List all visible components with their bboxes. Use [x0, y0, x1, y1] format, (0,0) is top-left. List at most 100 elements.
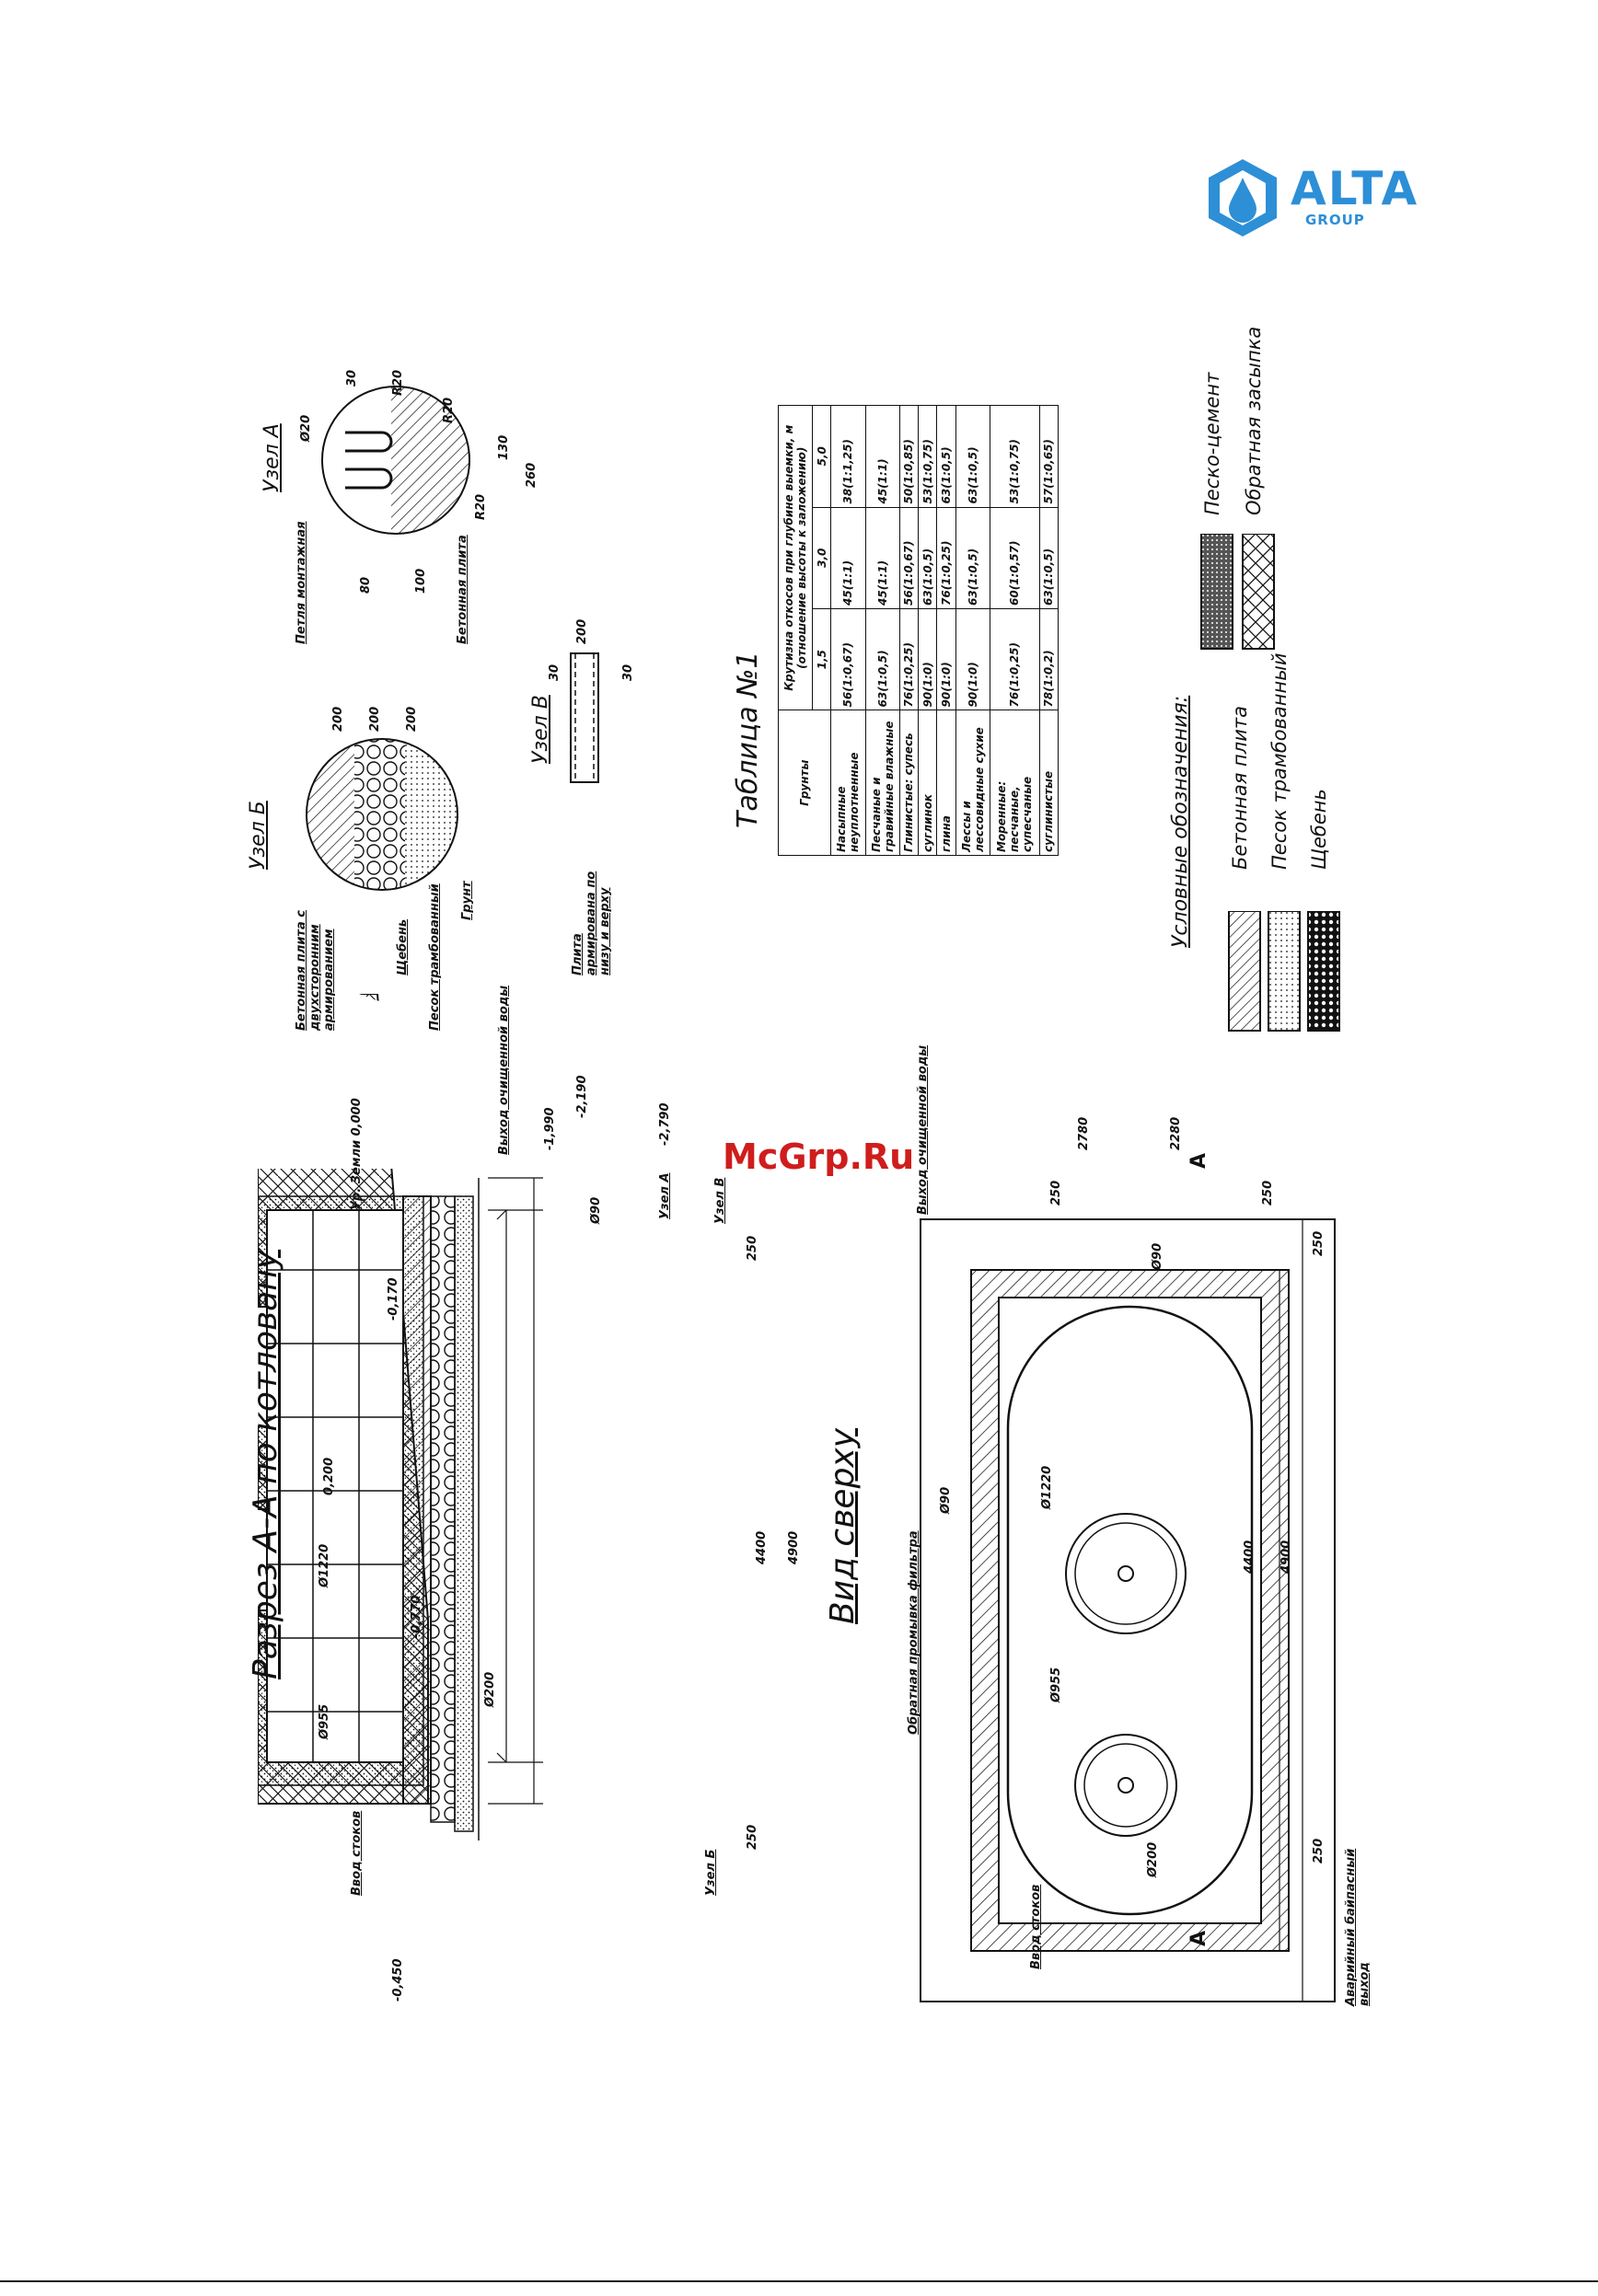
table-cell: 53(1:0,75) [990, 405, 1040, 508]
table-cell: 53(1:0,75) [918, 405, 937, 508]
node-b-dim-2: 200 [368, 706, 382, 732]
top-outlet-label: Выход очищенной воды [916, 1044, 930, 1215]
table-cell: 38(1:1,25) [830, 405, 866, 508]
legend-title: Условные обозначения: [1169, 695, 1192, 948]
node-b-soil-label: Грунт [460, 881, 474, 920]
table-cell: 45(1:1) [865, 405, 900, 508]
section-aa-title: Разрез А-А по котловану [247, 1249, 284, 1679]
table-cell: суглинистые [1039, 710, 1059, 856]
table-title: Таблица №1 [732, 651, 764, 828]
top-d90b: Ø90 [939, 1486, 953, 1514]
node-b-dim-1: 200 [331, 706, 345, 732]
node-a-rod-label: Петля монтажная [295, 521, 308, 644]
top-l250b: 250 [1261, 1180, 1275, 1206]
legend-item-slab: Бетонная плита [1229, 706, 1251, 870]
table-cell: 76(1:0,25) [899, 608, 919, 710]
level-m0770: -0,770 [410, 1595, 423, 1638]
table-cell: 63(1:0,5) [1039, 507, 1059, 609]
section-d955: Ø955 [318, 1703, 331, 1739]
table-cell: 56(1:0,67) [899, 507, 919, 609]
node-b-sand-label: Песок трамбованный [428, 883, 442, 1031]
table-depth-2: 3,0 [812, 507, 831, 609]
table-cell: глина [936, 710, 956, 856]
table-cell: 90(1:0) [936, 608, 956, 710]
node-a-dim-r20c: R20 [474, 493, 488, 520]
node-v-label: Плита армирована по низу и верху [571, 871, 612, 975]
table-depth-3: 5,0 [812, 405, 831, 508]
table-cell: 63(1:0,5) [955, 405, 990, 508]
top-l2280: 2280 [1169, 1116, 1183, 1150]
section-inlet-label: Ввод стоков [350, 1810, 364, 1896]
top-l4900: 4900 [1280, 1540, 1293, 1574]
section-node-v-label: Узел В [713, 1177, 727, 1224]
section-d200: Ø200 [483, 1671, 497, 1707]
top-filter-backwash-label: Обратная промывка фильтра [907, 1530, 921, 1735]
section-aa-drawing [258, 994, 543, 1840]
soil-slope-table: Грунты Крутизна откосов при глубине выем… [778, 405, 1059, 856]
node-b-detail-drawing [306, 738, 458, 891]
node-a-dim-30: 30 [345, 369, 359, 387]
legend-swatches-bottom [1228, 911, 1340, 1032]
node-v-title: Узел В [529, 695, 552, 764]
node-a-dim-130: 130 [497, 434, 511, 460]
section-l4400: 4400 [755, 1530, 769, 1564]
table-cell: Лессы и лессовидные сухие [955, 710, 990, 856]
top-view-title: Вид сверху [824, 1427, 862, 1624]
level-m0170: -0,170 [387, 1277, 400, 1321]
table-cell: суглинок [918, 710, 937, 856]
level-m2790: -2,790 [658, 1102, 672, 1146]
node-a-dim-260: 260 [525, 462, 538, 488]
table-cell: 45(1:1) [865, 507, 900, 609]
table-cell: 56(1:0,67) [830, 608, 866, 710]
node-b-slab-label: Бетонная плита с двухсторонним армирован… [295, 910, 336, 1031]
logo-subtitle: GROUP [1305, 212, 1365, 228]
footer-divider [0, 2280, 1598, 2282]
section-node-b-label: Узел Б [704, 1849, 718, 1896]
legend-item-sand: Песок трамбованный [1268, 652, 1291, 870]
node-a-dim-r20b: R20 [442, 397, 456, 423]
section-l250b: 250 [746, 1235, 759, 1261]
table-cell: 90(1:0) [918, 608, 937, 710]
table-cell: Моренные: песчаные, супесчаные [990, 710, 1040, 856]
table-header-soil: Грунты [778, 710, 831, 856]
top-d955: Ø955 [1049, 1667, 1063, 1702]
ground-level-mark: Ур. Земли 0,000 [350, 1098, 364, 1210]
top-l4400: 4400 [1243, 1540, 1256, 1574]
alta-logo-icon [1209, 159, 1277, 237]
table-cell: 78(1:0,2) [1039, 608, 1059, 710]
top-l2780: 2780 [1077, 1116, 1091, 1150]
table-cell: 50(1:0,85) [899, 405, 919, 508]
top-d1220: Ø1220 [1040, 1465, 1054, 1509]
node-v-detail-drawing [570, 652, 599, 783]
level-0200: 0,200 [322, 1457, 336, 1495]
node-a-dim-d20: Ø20 [299, 414, 313, 442]
legend-item-sand-cement: Песко-цемент [1201, 372, 1223, 515]
table-cell: 63(1:0,5) [865, 608, 900, 710]
top-inlet-label: Ввод стоков [1029, 1884, 1043, 1969]
table-cell: Песчаные и гравийные влажные [865, 710, 900, 856]
legend-swatches-top [1200, 534, 1275, 650]
section-d90: Ø90 [589, 1196, 603, 1224]
logo-wordmark: ALTA [1291, 162, 1419, 215]
cut-a-bottom: А [1187, 1930, 1210, 1946]
table-header-slope: Крутизна откосов при глубине выемки, м (… [778, 405, 813, 710]
cut-a-top: А [1187, 1152, 1210, 1169]
table-cell: 60(1:0,57) [990, 507, 1040, 609]
section-d1220: Ø1220 [318, 1543, 331, 1587]
legend-item-backfill: Обратная засыпка [1243, 326, 1265, 515]
node-b-gravel-label: Щебень [396, 918, 410, 975]
node-b-title: Узел Б [247, 801, 270, 870]
watermark-text: McGrp.Ru [723, 1136, 915, 1177]
table-depth-1: 1,5 [812, 608, 831, 710]
table-cell: 76(1:0,25) [936, 507, 956, 609]
node-a-dim-100: 100 [414, 568, 428, 594]
node-a-slab-label: Бетонная плита [456, 535, 469, 644]
section-l250a: 250 [746, 1824, 759, 1850]
